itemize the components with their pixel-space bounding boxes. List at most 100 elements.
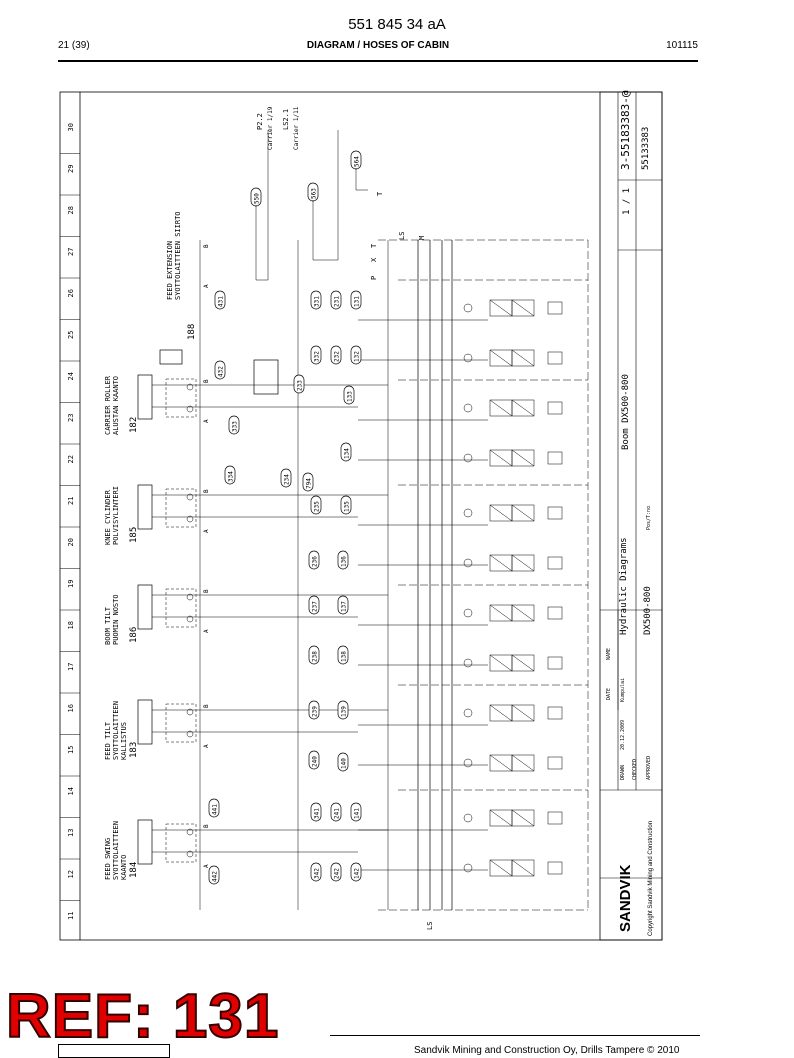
function-number: 186 — [129, 627, 139, 643]
title-checked: CHECKED — [632, 759, 638, 780]
hose-number: 341 — [314, 808, 321, 819]
port-b: B — [203, 589, 210, 593]
title-date-label: DATE — [606, 688, 612, 700]
page-title: DIAGRAM / HOSES OF CABIN — [306, 40, 450, 51]
port-p: P — [370, 276, 378, 280]
function-name: FEED TILT — [104, 721, 112, 760]
title-drawn-name: Kumpulai — [620, 678, 626, 702]
function-name-fi: ALUSTAN KAANTO — [112, 376, 120, 435]
hose-label: 132 — [350, 345, 362, 365]
hose-label: 234 — [280, 468, 292, 488]
function-number: 183 — [129, 742, 139, 758]
port-ls-bottom: LS — [426, 922, 434, 930]
sandvik-logo: SANDVIK — [617, 864, 634, 932]
port-t-top: T — [376, 191, 384, 196]
function-name: FEED EXTENSION — [166, 241, 174, 300]
hose-number: 236 — [312, 556, 319, 567]
hose-label: 235 — [310, 495, 322, 515]
hose-label: 142 — [350, 862, 362, 882]
hose-number: 441 — [212, 804, 219, 815]
date-code: 101115 — [666, 40, 698, 51]
column-number: 13 — [67, 829, 75, 837]
hose-number: 794 — [306, 478, 313, 489]
column-number: 26 — [67, 289, 75, 297]
port-a: A — [203, 744, 210, 748]
ref-ls21-sub: Carrier 1/11 — [293, 106, 300, 150]
header-rule — [58, 60, 698, 62]
title-approved: APPROVED — [646, 756, 652, 780]
port-b: B — [203, 244, 210, 248]
hose-label: 241 — [330, 802, 342, 822]
hose-number: 431 — [218, 296, 225, 307]
hose-label: 342 — [310, 862, 322, 882]
hose-label: 332 — [310, 345, 322, 365]
hose-number: 231 — [334, 296, 341, 307]
hose-number: 238 — [312, 651, 319, 662]
hose-label: 131 — [350, 290, 362, 310]
column-number: 19 — [67, 580, 75, 588]
column-number: 20 — [67, 538, 75, 546]
ref-ls21-code: LS2.1 — [282, 109, 290, 130]
port-ls-top: LS — [398, 232, 406, 240]
function-name-fi-2: KALLISTUS — [120, 722, 128, 760]
hydraulic-diagram: 1112131415161718192021222324252627282930… — [59, 90, 663, 941]
column-number: 16 — [67, 704, 75, 712]
hose-label: 333 — [228, 415, 240, 435]
ref-p22-sub: Carrier 1/19 — [267, 106, 274, 150]
function-name-fi: POLVISYLINTERI — [112, 486, 120, 545]
port-a: A — [203, 629, 210, 633]
column-number: 21 — [67, 497, 75, 505]
hose-number: 233 — [297, 380, 304, 391]
column-number: 14 — [67, 787, 75, 795]
hose-label: 141 — [350, 802, 362, 822]
column-number: 22 — [67, 455, 75, 463]
hose-number: 432 — [218, 366, 225, 377]
port-b: B — [203, 379, 210, 383]
hose-number: 241 — [334, 808, 341, 819]
function-number: 188 — [187, 324, 197, 340]
port-b: B — [203, 824, 210, 828]
title-drawn: DRAWN — [620, 765, 626, 780]
hose-number: 239 — [312, 706, 319, 717]
hose-label: 334 — [224, 465, 236, 485]
column-number: 24 — [67, 372, 75, 380]
doc-code: 551 845 34 aA — [348, 16, 446, 33]
hose-number: 234 — [284, 474, 291, 485]
title-dwg-no: 3-55183383-@ — [619, 90, 632, 170]
port-b: B — [203, 489, 210, 493]
port-a: A — [203, 419, 210, 423]
footer-logo — [58, 1044, 170, 1058]
title-block: 1 / 1 3-55183383-@ 55133383 Boom DX500-8… — [600, 90, 662, 936]
function-number: 184 — [129, 862, 139, 878]
hose-label: 441 — [208, 798, 220, 818]
title-copyright: Copyright Sandvik Mining and Constructio… — [648, 821, 654, 936]
hose-label: 432 — [214, 360, 226, 380]
hose-label: 238 — [308, 645, 320, 665]
hose-number: 138 — [341, 651, 348, 662]
function-name-fi: SYOTTOLAITTEEN SIIRTO — [174, 211, 182, 300]
port-m: M — [418, 236, 426, 240]
column-number: 30 — [67, 123, 75, 131]
column-number: 25 — [67, 331, 75, 339]
page-number: 21 (39) — [58, 40, 90, 51]
title-product: DX500-800 — [643, 586, 653, 635]
function-name-fi: PUOMIN NOSTO — [112, 594, 120, 645]
hose-number: 232 — [334, 351, 341, 362]
title-boom: Boom DX500-800 — [621, 374, 631, 450]
function-name-fi: SYOTTOLAITTEEN — [112, 821, 120, 880]
function-name-fi-2: KAANTO — [120, 855, 128, 880]
hose-number: 240 — [312, 756, 319, 767]
hose-number: 563 — [311, 188, 318, 199]
hose-number: 136 — [341, 556, 348, 567]
hose-label: 232 — [330, 345, 342, 365]
hose-number: 442 — [212, 871, 219, 882]
hose-label: 139 — [337, 700, 349, 720]
hose-label: 233 — [293, 374, 305, 394]
hose-label: 136 — [337, 550, 349, 570]
column-number: 11 — [67, 912, 75, 920]
hose-number: 235 — [314, 501, 321, 512]
title-pos: Pos/T:no — [646, 506, 652, 530]
